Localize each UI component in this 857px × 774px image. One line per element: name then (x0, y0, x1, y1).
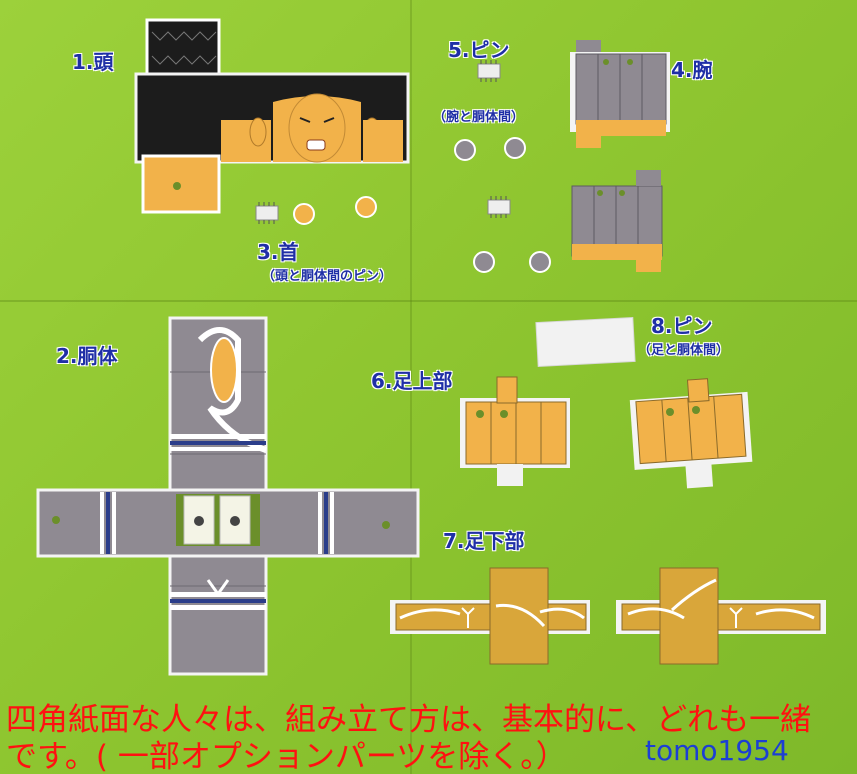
caption-line-1: 四角紙面な人々は、組み立て方は、基本的に、どれも一緒 (6, 702, 812, 738)
author-credit: tomo1954 (645, 734, 789, 767)
head-part (134, 18, 410, 214)
caption-line-2: です。( 一部オプションパーツを除く。） (6, 739, 567, 774)
label-head: 1.頭 (72, 50, 114, 74)
label-pin8-note: （足と胴体間） (638, 343, 730, 358)
paper-fold-vertical (410, 0, 412, 774)
neck-pins (255, 196, 377, 225)
label-lower-leg: 7.足下部 (443, 529, 525, 553)
torso-part (36, 316, 420, 676)
label-arm: 4.腕 (671, 58, 713, 82)
label-pin8: 8.ピン (651, 314, 713, 338)
arm-pins (454, 60, 551, 273)
leg-pin (535, 316, 636, 368)
label-pin5: 5.ピン (448, 38, 510, 62)
label-neck-note: （頭と胴体間のピン） (262, 269, 393, 284)
lower-leg-parts (390, 567, 826, 665)
arm-parts (570, 40, 670, 272)
label-torso: 2.胴体 (56, 344, 118, 368)
label-upper-leg: 6.足上部 (371, 369, 453, 393)
upper-leg-parts (460, 376, 753, 489)
paper-fold-horizontal (0, 300, 857, 302)
label-neck: 3.首 (257, 240, 299, 264)
label-pin5-note: （腕と胴体間） (433, 110, 525, 125)
